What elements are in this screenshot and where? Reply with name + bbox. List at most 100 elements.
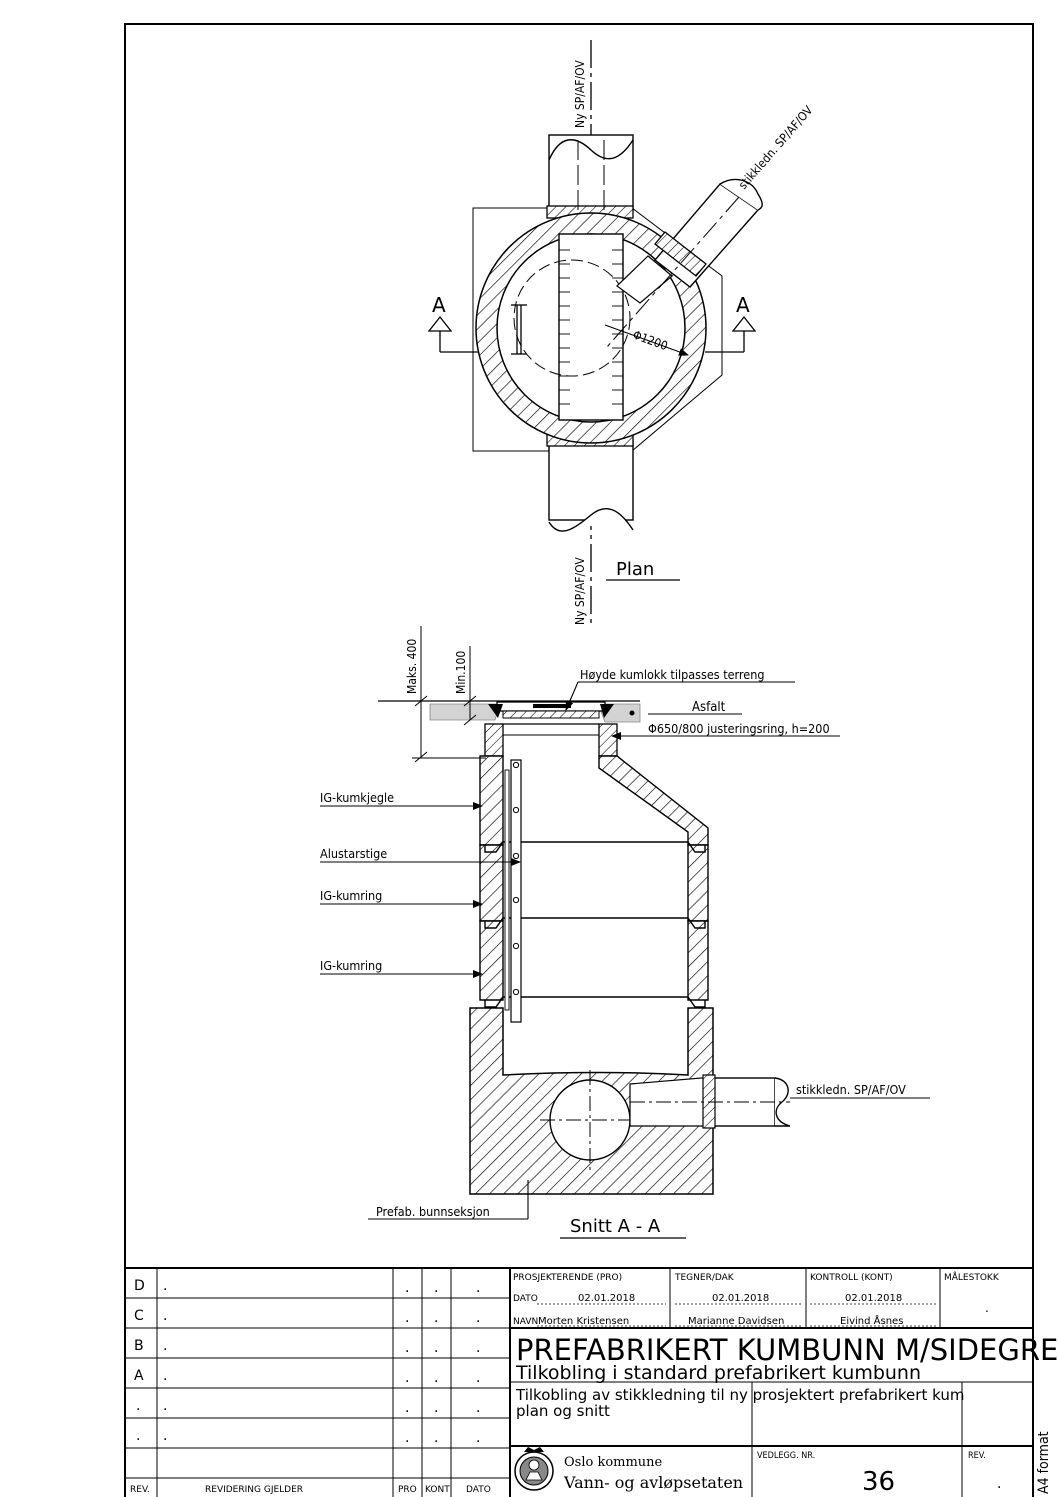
main-pipe-bottom xyxy=(546,433,634,532)
svg-text:.: . xyxy=(434,1340,438,1356)
org-logo-area: Oslo kommune Vann- og avløpsetaten xyxy=(514,1447,743,1492)
diameter-dimension xyxy=(604,324,689,356)
svg-text:.: . xyxy=(476,1280,480,1296)
asphalt-layer-left xyxy=(429,703,501,721)
ladder-label: Alustarstige xyxy=(320,846,387,861)
svg-text:REVIDERING GJELDER: REVIDERING GJELDER xyxy=(205,1485,303,1495)
org-name-1: Oslo kommune xyxy=(564,1455,663,1470)
rev-row-b: B xyxy=(134,1338,144,1354)
adjust-ring-label: Φ650/800 justeringsring, h=200 xyxy=(648,721,830,736)
pipe-label-bottom: Ny SP/AF/OV xyxy=(573,557,587,625)
ring1-left-wall xyxy=(479,844,504,922)
svg-text:A: A xyxy=(736,293,750,317)
cone-left-wall xyxy=(479,755,504,846)
attachment-info: VEDLEGG. NR. 36 REV. . xyxy=(757,1451,1001,1497)
svg-text:.: . xyxy=(434,1370,438,1386)
svg-text:PROSJEKTERENDE (PRO): PROSJEKTERENDE (PRO) xyxy=(513,1273,622,1283)
svg-text:.: . xyxy=(163,1308,167,1324)
attachment-number: 36 xyxy=(862,1467,895,1497)
svg-text:.: . xyxy=(163,1368,167,1384)
branch-pipe-section xyxy=(629,1074,791,1129)
rev-row-6: . xyxy=(136,1428,140,1444)
svg-text:A: A xyxy=(432,293,446,317)
svg-text:REV.: REV. xyxy=(130,1485,150,1495)
drawing-subtitle: Tilkobling i standard prefabrikert kumbu… xyxy=(515,1362,921,1384)
section-mark-right: A xyxy=(705,293,757,353)
manhole-lid xyxy=(488,701,614,719)
ladder-section xyxy=(504,759,522,1023)
svg-text:KONT: KONT xyxy=(425,1485,450,1495)
drawing-title-area: PREFABRIKERT KUMBUNN M/SIDEGREN Tilkobli… xyxy=(515,1333,1058,1420)
drawing-description-1: Tilkobling av stikkledning til ny prosje… xyxy=(515,1386,964,1404)
svg-text:.: . xyxy=(434,1310,438,1326)
drawing-frame xyxy=(124,23,1034,1497)
dato-tegner: 02.01.2018 xyxy=(712,1293,769,1304)
rev-row-c: C xyxy=(134,1308,144,1324)
drawing-description-2: plan og snitt xyxy=(516,1402,610,1420)
format-label: A4 format xyxy=(1036,1431,1052,1494)
malestokk-value: . xyxy=(985,1301,989,1315)
svg-text:.: . xyxy=(163,1278,167,1294)
svg-text:.: . xyxy=(405,1400,409,1416)
svg-text:.: . xyxy=(476,1400,480,1416)
svg-text:DATO: DATO xyxy=(513,1294,538,1304)
svg-text:.: . xyxy=(434,1400,438,1416)
dato-kontroll: 02.01.2018 xyxy=(845,1293,902,1304)
svg-text:.: . xyxy=(476,1370,480,1386)
branch-section-label: stikkledn. SP/AF/OV xyxy=(796,1082,906,1097)
section-mark-left: A xyxy=(427,293,479,353)
org-name-2: Vann- og avløpsetaten xyxy=(563,1473,743,1492)
branch-pipe xyxy=(606,178,763,348)
svg-text:.: . xyxy=(405,1340,409,1356)
svg-text:.: . xyxy=(163,1338,167,1354)
section-title: Snitt A - A xyxy=(570,1216,661,1237)
rev-row-5: . xyxy=(136,1398,140,1414)
manhole-opening-dashed xyxy=(513,259,631,377)
ring1-right-wall xyxy=(687,844,709,922)
title-block xyxy=(125,1267,1034,1497)
pipe-label-top: Ny SP/AF/OV xyxy=(573,60,587,128)
branch-label: stikkledn. SP/AF/OV xyxy=(736,103,816,192)
svg-text:KONTROLL (KONT): KONTROLL (KONT) xyxy=(810,1273,893,1283)
svg-text:REV.: REV. xyxy=(968,1451,986,1461)
svg-text:TEGNER/DAK: TEGNER/DAK xyxy=(674,1273,735,1283)
svg-text:.: . xyxy=(434,1280,438,1296)
dim-max-label: Maks. 400 xyxy=(405,639,419,694)
cone-label: IG-kumkjegle xyxy=(320,790,394,805)
flow-channel xyxy=(558,233,624,421)
cone-right-wall xyxy=(598,755,709,846)
plan-view: Φ1200 A A Ny SP/AF/OV Ny SP/AF/OV stikkl… xyxy=(427,40,816,625)
section-view: Maks. 400 Min.100 Høyde kumlokk tilpasse… xyxy=(320,626,930,1239)
svg-text:.: . xyxy=(405,1370,409,1386)
adjusting-ring xyxy=(484,723,618,757)
revision-header: REV. REVIDERING GJELDER PRO KONT DATO xyxy=(130,1485,491,1495)
svg-text:DATO: DATO xyxy=(466,1485,491,1495)
navn-tegner: Marianne Davidsen xyxy=(688,1316,784,1327)
svg-text:.: . xyxy=(476,1340,480,1356)
project-info: PROSJEKTERENDE (PRO) TEGNER/DAK KONTROLL… xyxy=(513,1271,1000,1327)
dim-min-label: Min.100 xyxy=(454,651,468,694)
rev-row-d: D xyxy=(134,1278,145,1294)
svg-text:.: . xyxy=(476,1310,480,1326)
ring1-label: IG-kumring xyxy=(320,888,382,903)
bottom-label: Prefab. bunnseksjon xyxy=(376,1204,490,1219)
revision-value: . xyxy=(997,1476,1001,1492)
svg-text:PRO: PRO xyxy=(398,1485,417,1495)
ring2-left-wall xyxy=(479,920,504,1001)
plan-title: Plan xyxy=(616,559,654,580)
dato-pro: 02.01.2018 xyxy=(578,1293,635,1304)
svg-text:.: . xyxy=(163,1398,167,1414)
svg-text:MÅLESTOKK: MÅLESTOKK xyxy=(944,1271,1000,1283)
ring2-label: IG-kumring xyxy=(320,958,382,973)
ladder-symbol xyxy=(511,304,527,355)
navn-kontroll: Eivind Åsnes xyxy=(840,1314,903,1327)
drawing-title: PREFABRIKERT KUMBUNN M/SIDEGREN xyxy=(516,1333,1058,1367)
svg-text:.: . xyxy=(405,1430,409,1446)
navn-pro: Morten Kristensen xyxy=(538,1316,629,1327)
svg-text:.: . xyxy=(405,1310,409,1326)
rev-row-a: A xyxy=(134,1368,144,1384)
main-pipe-top xyxy=(546,134,634,219)
svg-text:.: . xyxy=(405,1280,409,1296)
svg-text:NAVN: NAVN xyxy=(513,1317,538,1327)
